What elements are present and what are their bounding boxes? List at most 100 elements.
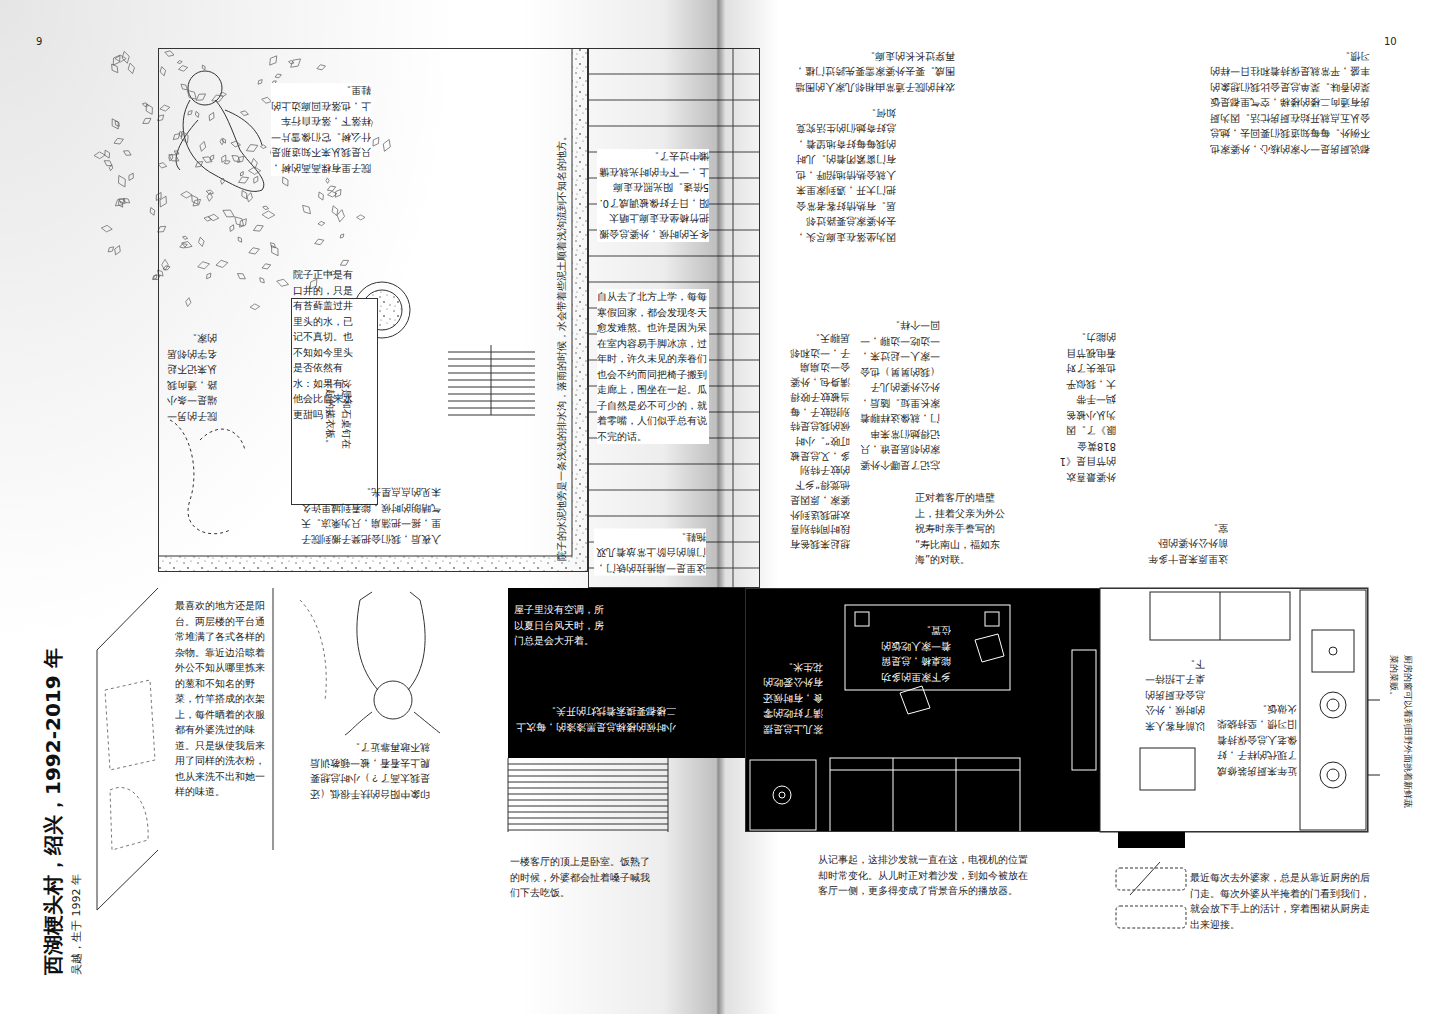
sitting-figure-part: [374, 681, 412, 719]
floor-plan: 乡下家里的多功能桌椅，总是留着一家人吃饭的位置。茶几上总是摆满了好吃的零食，有时…: [745, 588, 1368, 832]
author-line: 吴越，生于 1992 年: [68, 874, 85, 975]
node-text: 印象中阳台的扶手很低（还是我太高了？）小时总想要爬上去看看，被一顿教训后就不敢再…: [305, 740, 430, 802]
falling-leaves-part: [326, 178, 329, 184]
falling-leaves-part: [220, 154, 228, 164]
falling-leaves-part: [177, 60, 183, 64]
falling-leaves-part: [236, 271, 247, 281]
floor-plan-drawing: [745, 588, 1100, 832]
falling-leaves-part: [250, 304, 260, 310]
floor-plan-drawing-part: [956, 758, 957, 832]
annotation: 农村的院子通常由相邻几家人的围墙围成。要去外婆家需要先跨过门槛，再穿过长长的走廊…: [790, 48, 955, 95]
floor-plan-drawing-part: [745, 588, 1100, 832]
lying-figure-part: [183, 100, 264, 191]
sitting-figure-part: [357, 600, 378, 690]
kitchen-drawing-part: [1327, 769, 1339, 781]
dashed-figure-part: [200, 429, 245, 450]
falling-leaves-part: [339, 258, 350, 268]
falling-leaves-part: [252, 175, 260, 184]
falling-leaves-part: [274, 73, 282, 79]
falling-leaves-part: [207, 111, 216, 122]
falling-leaves-part: [194, 91, 207, 103]
falling-leaves-part: [267, 54, 280, 68]
corridor-stripes: [588, 48, 760, 588]
falling-leaves-part: [191, 197, 203, 208]
falling-leaves-part: [159, 66, 167, 77]
falling-leaves-part: [115, 174, 128, 189]
courtyard-frame: 院子里有棵高高的树，只是我从来不知道那是什么树。它们像雪片一样落下，落在自行车上…: [158, 48, 588, 572]
falling-leaves-part: [141, 116, 152, 126]
lying-figure-part: [225, 110, 262, 145]
door-callout-part: [1130, 862, 1160, 895]
falling-leaves-part: [239, 171, 245, 177]
falling-leaves-part: [261, 262, 271, 270]
falling-leaves-part: [178, 131, 183, 138]
lying-figure-part: [176, 120, 198, 170]
falling-leaves-part: [181, 191, 193, 198]
annotation: 外婆最喜欢的节目是《1818黄金眼》了。因为从小被爸妈一手带大，我似乎也丧失了对…: [1058, 330, 1116, 485]
stairs-part: [508, 806, 668, 807]
falling-leaves-part: [162, 259, 169, 270]
corridor-stripes-part: [588, 256, 760, 257]
falling-leaves-part: [189, 193, 201, 206]
falling-leaves-part: [179, 130, 191, 145]
courtyard-drawing-part: [158, 556, 572, 557]
falling-leaves-part: [194, 159, 204, 169]
stairs-part: [508, 758, 509, 832]
node-text: 院子里有棵高高的树，只是我从来不知道那是什么树。它们像雪片一样落下，落在自行车上…: [271, 83, 371, 176]
floor-plan-drawing-part: [985, 612, 999, 626]
floor-plan-drawing-part: [750, 760, 816, 830]
falling-leaves-part: [316, 63, 326, 71]
floor-plan-drawing-part: [855, 612, 869, 626]
falling-leaves-part: [228, 224, 235, 233]
kitchen-drawing-part: [1140, 748, 1195, 790]
falling-leaves-part: [101, 225, 113, 233]
hanging-clothes-part: [300, 600, 326, 700]
stairs-part: [508, 764, 668, 765]
balcony-frame: 最喜欢的地方还是阳台。两层楼的平台通常堆满了各式各样的杂物。靠近边沿晾着外公不知…: [97, 588, 508, 850]
falling-leaves-part: [113, 196, 126, 209]
falling-leaves-part: [220, 139, 224, 145]
falling-leaves-part: [121, 50, 131, 64]
stair-hall: 屋子里没有空调，所以夏日台风天时，房门总是会大开着。小时候的楼梯总是黑漆漆的，每…: [508, 588, 745, 758]
falling-leaves-part: [109, 165, 114, 171]
kitchen-drawing-part: [1312, 630, 1354, 672]
stairs-part: [508, 824, 668, 825]
lying-figure: [176, 71, 264, 191]
stairs-part: [508, 782, 668, 783]
floor-plan-drawing-part: [773, 786, 791, 804]
falling-leaves-part: [211, 93, 225, 104]
falling-leaves-part: [276, 278, 290, 288]
falling-leaves-part: [159, 104, 170, 112]
falling-leaves-part: [127, 62, 136, 74]
annotation: 正对着客厅的墙壁上，挂着父亲为外公祝寿时亲手誊写的“寿比南山，福如东海”的对联。: [915, 490, 1007, 568]
falling-leaves-part: [288, 56, 303, 70]
stairs-part: [508, 818, 668, 819]
falling-leaves-part: [164, 49, 175, 57]
floor-plan-drawing-part: [975, 634, 1004, 662]
falling-leaves-part: [103, 149, 112, 159]
falling-leaves-part: [237, 175, 250, 186]
falling-leaves-part: [205, 272, 213, 280]
stairs-part: [508, 788, 668, 789]
node-text: 这里是一扇推拉的铁门，门前的台阶上常放着几双拖鞋。: [594, 529, 706, 576]
falling-leaves-part: [288, 60, 294, 65]
door-callout: [1116, 862, 1186, 928]
hanging-clothes-part: [110, 787, 148, 850]
dashed-figure: [170, 420, 245, 534]
node-text: 茶几上总是摆满了好吃的零食，有时候还有外公爱吃的花生米。: [761, 659, 823, 737]
falling-leaves-part: [260, 145, 266, 149]
sitting-figure-part: [345, 712, 372, 735]
kitchen-drawing-part: [1368, 775, 1380, 776]
corridor-stripes-part: [588, 74, 760, 75]
kitchen-drawing: [1100, 588, 1380, 848]
node-text: 近年来厨房装修成了现代的样子，好像老人总会保持着旧习惯，坚持烧柴火做饭。: [1213, 701, 1297, 779]
falling-leaves-part: [339, 233, 345, 239]
falling-leaves-part: [117, 199, 125, 208]
falling-leaves-part: [314, 237, 325, 246]
falling-leaves-part: [248, 246, 261, 256]
falling-leaves-part: [215, 259, 228, 269]
stairs-part: [508, 770, 668, 771]
stairs-part: [508, 812, 668, 813]
falling-leaves-part: [107, 245, 116, 253]
sitting-figure-part: [360, 592, 420, 600]
